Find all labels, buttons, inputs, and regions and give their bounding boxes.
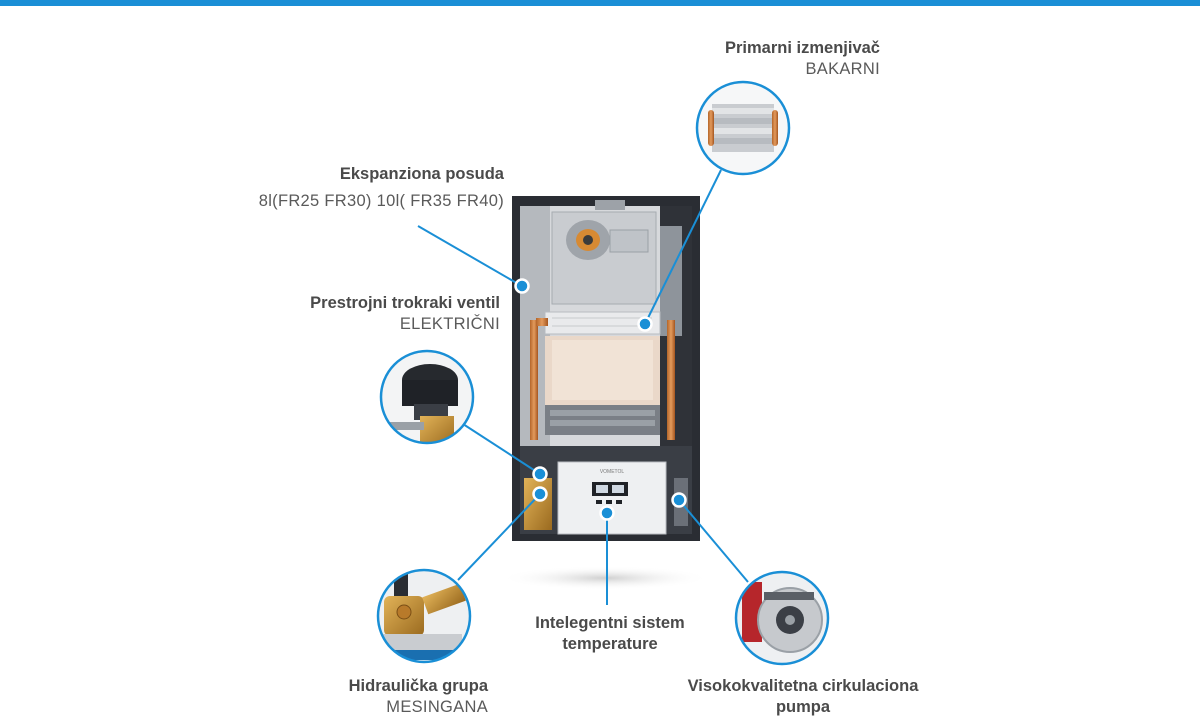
hydraulic-group-title: Hidraulička grupa [348, 677, 488, 695]
primary-exchanger-subtitle: BAKARNI [805, 60, 880, 78]
callout-pump: Visokokvalitetna cirkulaciona pumpa [658, 676, 948, 718]
control-panel [557, 461, 667, 535]
pump-line [678, 499, 749, 583]
expansion-vessel-dot [514, 278, 530, 294]
fan-assembly [551, 211, 657, 305]
primary-exchanger-line [645, 169, 722, 323]
expansion-vessel-line [417, 225, 521, 286]
top-accent-bar [0, 0, 1200, 6]
brass-hydraulic-group-icon [376, 568, 472, 664]
primary-exchanger-title: Primarni izmenjivač [725, 39, 880, 57]
callout-primary-exchanger: Primarni izmenjivač BAKARNI [725, 38, 880, 80]
callout-hydraulic-group: Hidraulička grupa MESINGANA [349, 676, 488, 718]
callout-three-way-valve: Prestrojni trokraki ventil ELEKTRIČNI [310, 293, 500, 335]
pump-title-line1: Visokokvalitetna cirkulaciona [687, 677, 919, 695]
pump-dot [671, 492, 687, 508]
circulation-pump-icon [734, 570, 830, 666]
expansion-vessel-title: Ekspanziona posuda [339, 165, 504, 183]
brand-logo: VOMETOL [600, 469, 625, 475]
primary-exchanger-dot [637, 316, 653, 332]
control-system-dot [599, 505, 615, 521]
callout-expansion-vessel: Ekspanziona posuda 8l(FR25 FR30) 10l( FR… [259, 164, 504, 212]
three-way-valve-title: Prestrojni trokraki ventil [310, 294, 500, 312]
boiler-unit: VOMETOL [512, 196, 700, 541]
three-way-valve-subtitle: ELEKTRIČNI [399, 315, 500, 333]
callout-control-system: Intelegentni sistem temperature [505, 613, 715, 655]
control-system-title-line2: temperature [562, 635, 658, 653]
boiler-shadow [500, 566, 710, 590]
three-way-valve-line [462, 423, 541, 475]
heat-exchanger-icon [695, 80, 791, 176]
hydraulic-group-line [457, 493, 541, 581]
callout-lines [417, 169, 749, 605]
three-way-valve-dot [532, 466, 548, 482]
hydraulic-group-subtitle: MESINGANA [386, 698, 488, 716]
expansion-vessel-subtitle: 8l(FR25 FR30) 10l( FR35 FR40) [258, 192, 504, 210]
valve-actuator-icon [379, 349, 475, 445]
pump-title-line2: pumpa [775, 698, 831, 716]
hydraulic-group-dot [532, 486, 548, 502]
control-system-title-line1: Intelegentni sistem [535, 614, 685, 632]
